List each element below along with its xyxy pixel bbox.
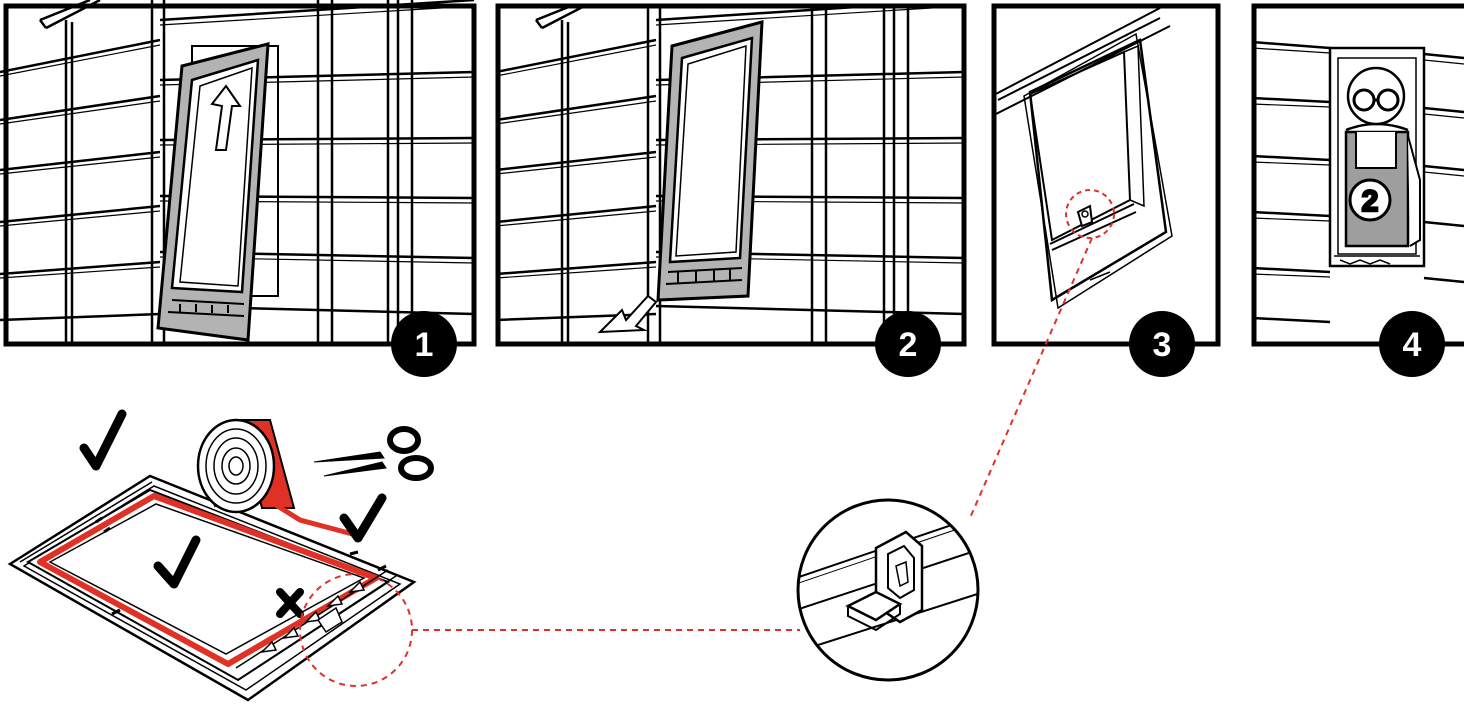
check-mark-icon <box>344 498 382 538</box>
callout-leader-lines <box>412 238 1092 630</box>
latch-small <box>1078 206 1092 226</box>
step-number: 2 <box>899 326 918 364</box>
check-mark-icon <box>84 414 122 466</box>
step-panel-4: 2 4 <box>1252 6 1464 377</box>
step-panel-3: 3 <box>992 6 1218 377</box>
step-panel-2: 2 <box>496 0 964 377</box>
step-number: 4 <box>1403 326 1422 364</box>
step-panel-1: 1 <box>0 0 474 377</box>
latch-magnified-detail <box>790 500 990 680</box>
step-badge-3: 3 <box>1129 311 1195 377</box>
seal-tape-detail <box>10 414 431 700</box>
worker-figure: 2 <box>1346 68 1420 246</box>
window-frame <box>658 22 762 300</box>
step-badge-2: 2 <box>875 311 941 377</box>
scissors-icon <box>314 429 431 478</box>
window-frame <box>158 44 268 340</box>
step-number: 3 <box>1153 326 1172 364</box>
step-number: 1 <box>415 326 434 364</box>
worker-badge-number: 2 <box>1362 185 1379 218</box>
step-badge-4: 4 <box>1379 311 1445 377</box>
step-badge-1: 1 <box>391 311 457 377</box>
latch-icon <box>848 532 922 630</box>
